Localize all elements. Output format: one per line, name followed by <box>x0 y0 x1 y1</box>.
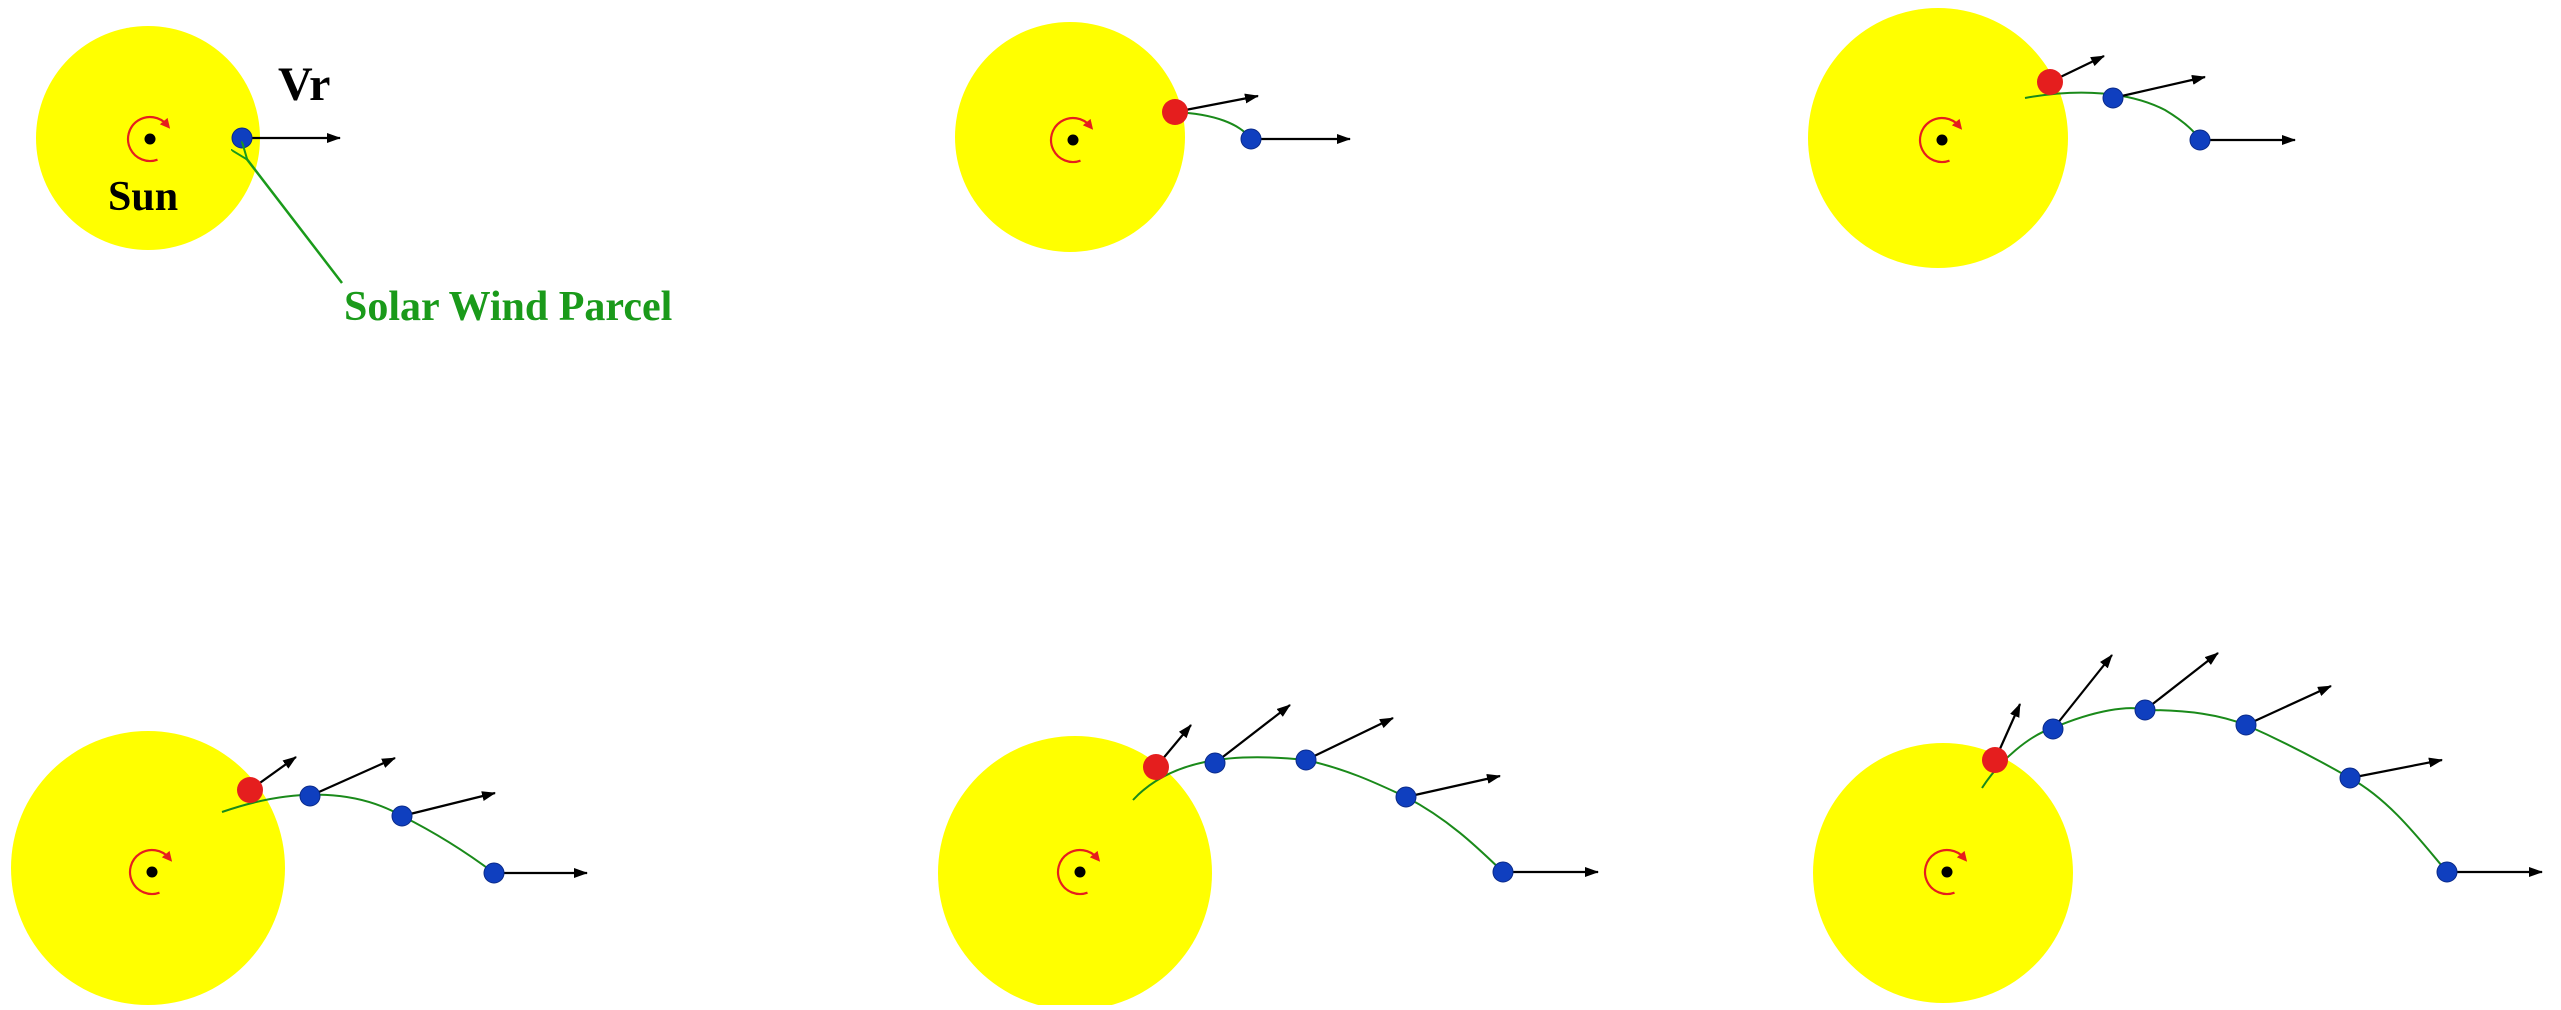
velocity-arrow <box>1215 705 1290 763</box>
solar-wind-parcel <box>300 786 320 806</box>
sun-label: Sun <box>108 174 178 220</box>
solar-wind-parcel <box>2190 130 2210 150</box>
solar-wind-parcel <box>2340 768 2360 788</box>
panel-4 <box>11 731 587 1005</box>
parcel-pointer-arrow <box>246 158 342 283</box>
solar-wind-parcel <box>2103 88 2123 108</box>
panel-3 <box>1808 8 2295 268</box>
panel-5 <box>938 705 1598 1005</box>
sun-disk <box>11 731 285 1005</box>
solar-wind-parcel <box>392 806 412 826</box>
sun-center-dot <box>1068 135 1079 146</box>
sun-center-dot <box>1942 867 1953 878</box>
panel-2 <box>955 22 1350 252</box>
velocity-arrow <box>1306 718 1393 760</box>
solar-wind-parcel <box>2437 862 2457 882</box>
solar-wind-parcel <box>1241 129 1261 149</box>
velocity-label: Vr <box>278 58 330 111</box>
velocity-arrow <box>2350 760 2442 778</box>
sun-center-dot <box>1075 867 1086 878</box>
solar-wind-parcel <box>2236 715 2256 735</box>
solar-wind-parcel <box>1296 750 1316 770</box>
new-parcel-red <box>1162 99 1188 125</box>
solar-wind-parcel <box>1493 862 1513 882</box>
velocity-arrow <box>2246 686 2331 725</box>
solar-wind-parcel <box>232 128 252 148</box>
solar-wind-parcel <box>484 863 504 883</box>
solar-wind-parcel <box>1396 787 1416 807</box>
solar-wind-parcel <box>2135 700 2155 720</box>
new-parcel-red <box>1143 754 1169 780</box>
velocity-arrow <box>1406 776 1500 797</box>
velocity-arrow <box>310 758 395 796</box>
solar-wind-parcel <box>2043 719 2063 739</box>
new-parcel-red <box>2037 69 2063 95</box>
new-parcel-red <box>1982 747 2008 773</box>
sun-center-dot <box>1937 135 1948 146</box>
parcel-label: Solar Wind Parcel <box>344 284 672 330</box>
solar-wind-parcel <box>1205 753 1225 773</box>
new-parcel-red <box>237 777 263 803</box>
velocity-arrow <box>402 793 495 816</box>
sun-center-dot <box>147 867 158 878</box>
panel-6 <box>1813 653 2542 1003</box>
sun-center-dot <box>145 134 156 145</box>
velocity-arrow <box>2113 77 2205 98</box>
velocity-arrow <box>2145 653 2218 710</box>
